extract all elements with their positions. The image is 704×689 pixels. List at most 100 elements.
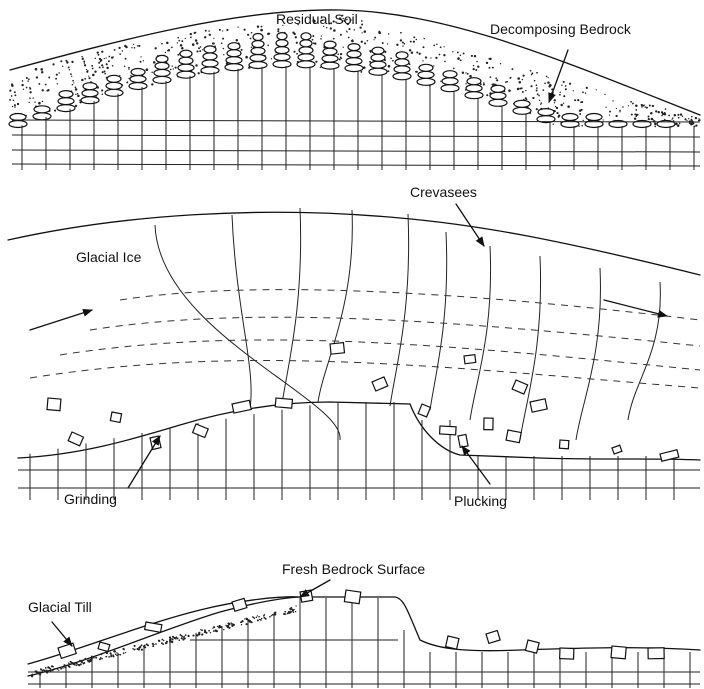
soil-particle — [320, 67, 321, 68]
soil-particle — [536, 72, 538, 74]
soil-particle — [126, 81, 128, 83]
till-particle — [58, 669, 59, 670]
corestone — [249, 62, 267, 69]
soil-particle — [177, 54, 179, 56]
boulder — [232, 598, 247, 611]
soil-particle — [40, 68, 43, 71]
ice-flow-arrow-left — [30, 310, 92, 330]
soil-particle — [38, 83, 40, 85]
soil-particle — [403, 43, 405, 45]
soil-particle — [534, 80, 536, 82]
soil-particle — [72, 84, 74, 86]
till-particle — [113, 651, 114, 652]
soil-particle — [17, 103, 19, 105]
till-particle — [216, 630, 218, 632]
soil-particle — [580, 101, 582, 103]
boulder — [611, 646, 626, 659]
corestone — [276, 40, 288, 47]
soil-particle — [556, 107, 558, 109]
till-particle — [201, 633, 203, 635]
flow-line — [60, 340, 700, 370]
soil-particle — [195, 39, 198, 42]
till-particle — [274, 611, 276, 613]
till-particle — [256, 617, 258, 619]
soil-particle — [628, 105, 629, 106]
soil-particle — [695, 117, 697, 119]
till-particle — [181, 637, 183, 639]
till-particle — [228, 627, 230, 629]
glacial-till-arrow — [52, 622, 72, 646]
soil-particle — [433, 65, 434, 66]
soil-particle — [664, 112, 666, 114]
till-particle — [101, 658, 103, 660]
corestone — [227, 50, 241, 57]
till-particle — [141, 649, 143, 651]
soil-particle — [45, 84, 47, 86]
soil-particle — [425, 57, 426, 58]
soil-particle — [14, 104, 16, 106]
soil-particle — [124, 66, 126, 68]
corestone — [83, 83, 97, 90]
soil-particle — [177, 37, 179, 39]
corestone — [129, 83, 147, 90]
soil-particle — [340, 53, 342, 55]
soil-particle — [558, 116, 560, 118]
corestone — [465, 92, 483, 99]
till-particle — [42, 670, 44, 672]
soil-particle — [105, 57, 106, 58]
soil-particle — [27, 80, 29, 82]
soil-particle — [267, 44, 269, 46]
soil-particle — [489, 67, 491, 69]
soil-particle — [247, 34, 249, 36]
soil-particle — [84, 64, 86, 66]
corestone — [321, 62, 339, 69]
soil-particle — [180, 44, 183, 47]
soil-particle — [654, 126, 656, 128]
till-particle — [188, 635, 190, 637]
soil-particle — [166, 42, 169, 45]
boulder — [344, 590, 360, 604]
till-particle — [123, 652, 125, 654]
soil-particle — [388, 65, 391, 68]
grinding-label: Grinding — [64, 491, 117, 507]
soil-particle — [402, 41, 404, 43]
soil-particle — [684, 118, 686, 120]
till-particle — [264, 614, 265, 615]
rock-fragment — [506, 430, 521, 443]
soil-particle — [137, 45, 138, 46]
soil-particle — [474, 55, 476, 57]
soil-particle — [634, 117, 636, 119]
soil-particle — [635, 109, 637, 111]
soil-particle — [68, 66, 70, 68]
soil-particle — [583, 120, 584, 121]
soil-particle — [359, 26, 361, 28]
soil-particle — [11, 84, 14, 87]
corestone — [322, 55, 338, 62]
decomposing-bedrock-label: Decomposing Bedrock — [490, 21, 632, 37]
soil-particle — [320, 38, 322, 40]
soil-particle — [294, 33, 296, 35]
soil-particle — [439, 54, 441, 56]
till-particle — [80, 664, 81, 665]
till-particle — [119, 654, 121, 656]
corestone — [275, 47, 289, 54]
flow-line — [120, 290, 700, 320]
soil-particle — [99, 66, 101, 68]
soil-particle — [646, 107, 648, 109]
soil-particle — [560, 92, 561, 93]
soil-particle — [483, 82, 484, 83]
soil-particle — [443, 54, 445, 56]
soil-particle — [48, 77, 50, 79]
rock-fragment — [559, 440, 568, 449]
soil-particle — [517, 88, 520, 91]
soil-particle — [547, 81, 550, 84]
soil-particle — [209, 34, 211, 36]
soil-particle — [222, 30, 223, 31]
rock-fragment — [418, 404, 430, 417]
corestone — [228, 43, 240, 50]
soil-particle — [99, 58, 101, 60]
soil-particle — [75, 105, 77, 107]
soil-particle — [642, 105, 644, 107]
till-particle — [123, 648, 125, 650]
